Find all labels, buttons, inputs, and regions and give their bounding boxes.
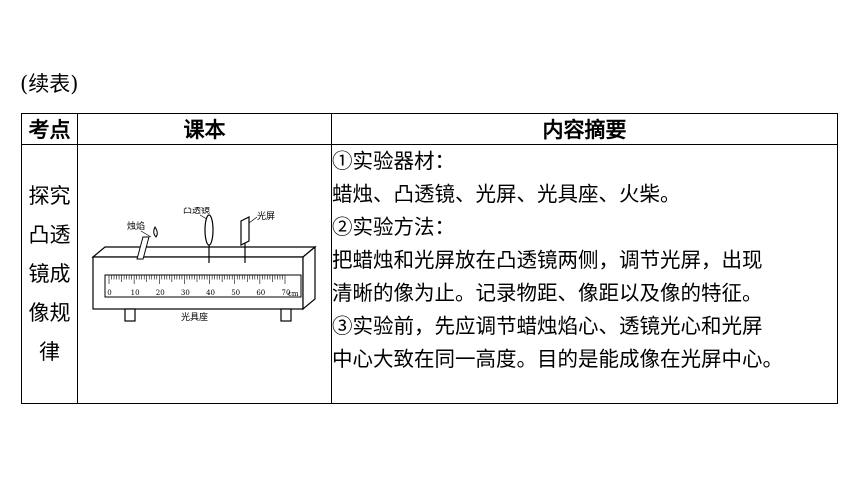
label-screen: 光屏 xyxy=(257,210,275,222)
label-candle: 烛焰 xyxy=(127,220,145,232)
ruler-number: 60 xyxy=(256,289,265,297)
header-summary: 内容摘要 xyxy=(331,113,838,145)
optical-bench-figure: 0 10 20 30 40 50 60 70 cm xyxy=(90,204,317,323)
ruler-numbers: 0 10 20 30 40 50 60 70 xyxy=(107,289,290,297)
topic-line: 像规 xyxy=(28,300,71,325)
convex-lens xyxy=(203,214,214,263)
header-textbook: 课本 xyxy=(77,113,332,145)
topic-line: 律 xyxy=(39,339,60,364)
label-lens: 凸透镜 xyxy=(183,207,210,216)
light-screen xyxy=(239,216,250,263)
ruler-number: 20 xyxy=(155,289,164,297)
ruler-strip xyxy=(104,274,301,298)
summary-line: ②实验方法： xyxy=(332,215,455,239)
ruler-number: 10 xyxy=(130,289,139,297)
bench-top xyxy=(90,246,317,258)
topic-line: 凸透 xyxy=(28,222,71,247)
summary-line: 蜡烛、凸透镜、光屏、光具座、火柴。 xyxy=(332,182,681,206)
topic-line: 镜成 xyxy=(28,261,71,286)
summary-line: ③实验前，先应调节蜡烛焰心、透镜光心和光屏 xyxy=(332,314,763,338)
ruler-number: 70 xyxy=(281,289,290,297)
label-bench: 光具座 xyxy=(181,311,208,323)
summary-line: 清晰的像为止。记录物距、像距以及像的特征。 xyxy=(332,281,763,305)
summary-line: 中心大致在同一高度。目的是能成像在光屏中心。 xyxy=(332,347,783,371)
header-row: 考点 课本 内容摘要 xyxy=(21,113,838,145)
ruler-number: 50 xyxy=(231,289,240,297)
ruler-number: 0 xyxy=(107,289,111,297)
ruler-number: 40 xyxy=(206,289,215,297)
candle xyxy=(135,226,158,260)
topic-cell: 探究 凸透 镜成 像规 律 xyxy=(21,144,78,404)
summary-line: 把蜡烛和光屏放在凸透镜两侧，调节光屏，出现 xyxy=(332,248,763,272)
content-row: 探究 凸透 镜成 像规 律 0 10 20 30 40 50 60 70 cm xyxy=(21,144,838,404)
topic-line: 探究 xyxy=(28,183,71,208)
table-caption: (续表) xyxy=(20,72,79,96)
textbook-figure-cell: 0 10 20 30 40 50 60 70 cm xyxy=(77,144,332,404)
summary-line: ①实验器材： xyxy=(332,149,455,173)
ruler-ticks xyxy=(108,275,285,284)
bench-foot-left xyxy=(123,308,136,322)
ruler-number: 30 xyxy=(180,289,189,297)
summary-cell: ①实验器材： 蜡烛、凸透镜、光屏、光具座、火柴。 ②实验方法： 把蜡烛和光屏放在… xyxy=(331,144,838,404)
experiment-table: 考点 课本 内容摘要 探究 凸透 镜成 像规 律 0 10 20 30 40 50 60 70 xyxy=(21,113,838,404)
ruler-unit: cm xyxy=(288,290,299,298)
header-topic: 考点 xyxy=(21,113,78,145)
bench-side xyxy=(301,245,316,311)
bench-foot-right xyxy=(279,308,292,322)
